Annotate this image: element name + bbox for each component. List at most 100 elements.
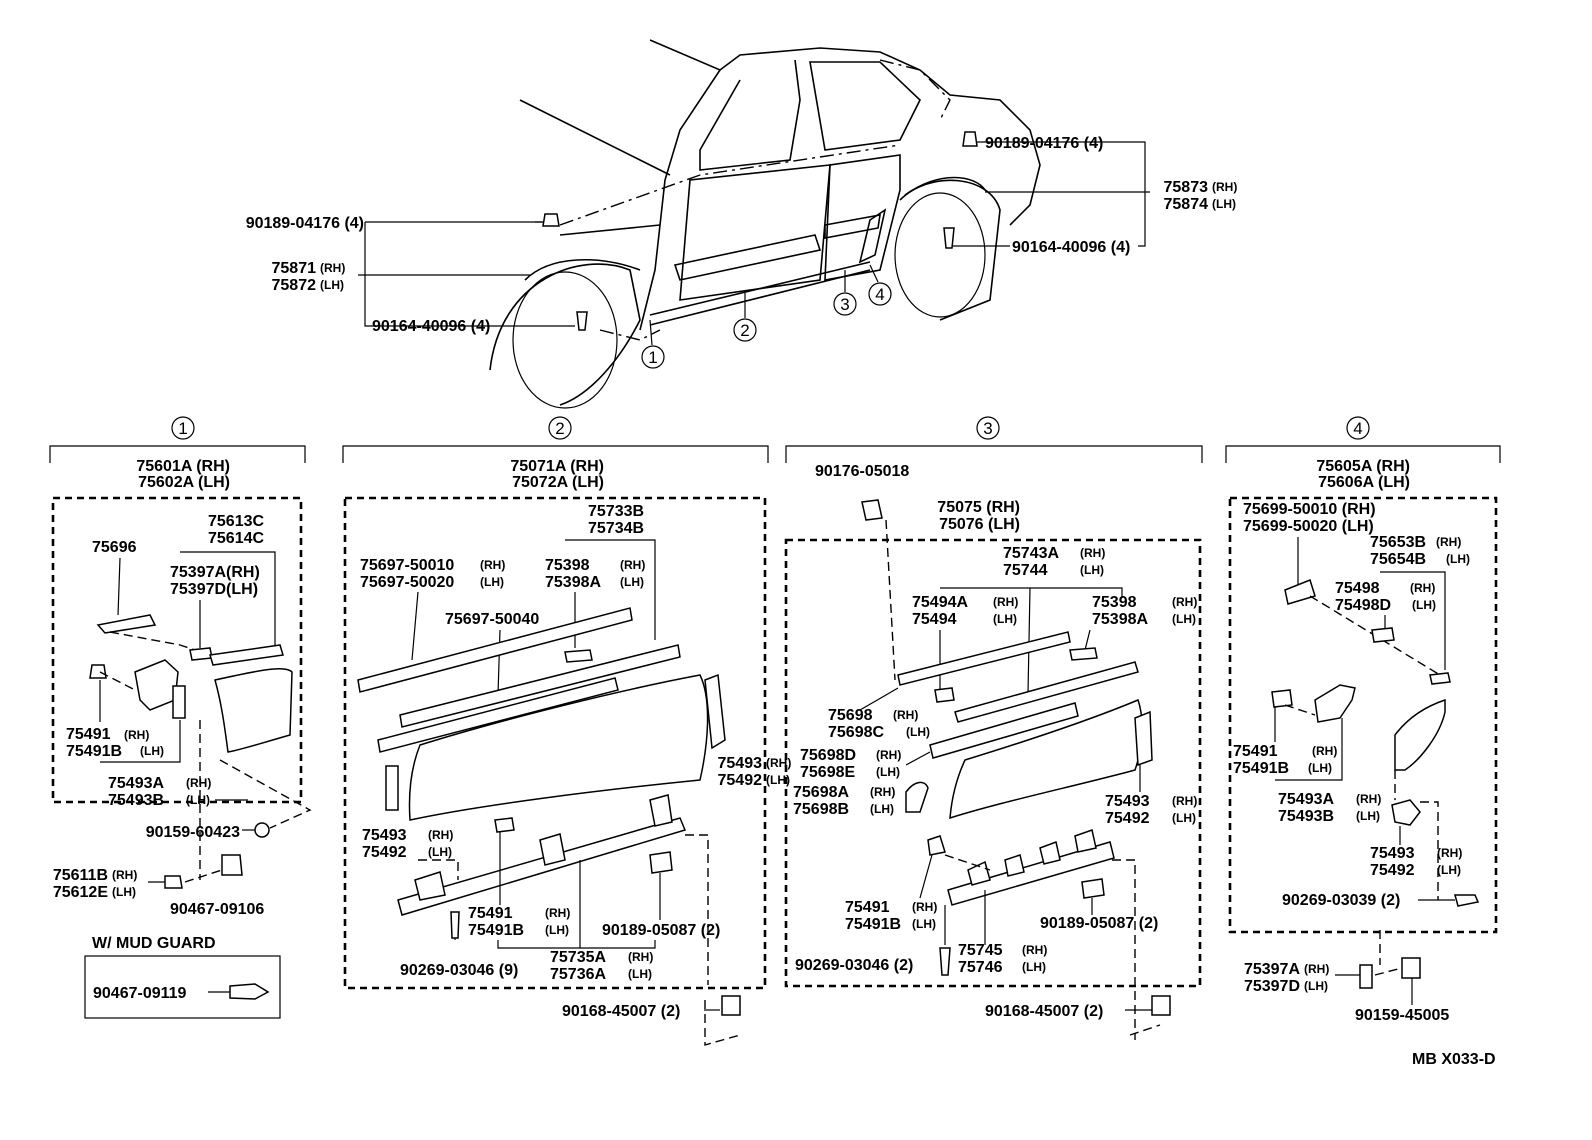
- label-90269-03046: 90269-03046 (9): [400, 962, 518, 979]
- section-2-header-lh: 75072A (LH): [512, 474, 604, 491]
- label-75745: 75745: [958, 942, 1003, 959]
- section-1-header-lh: 75602A (LH): [138, 474, 230, 491]
- mudflap-part: [1394, 698, 1446, 771]
- label-75744: 75744: [1003, 562, 1048, 579]
- label-75698a: 75698A: [793, 784, 849, 801]
- lh-tag: (LH): [320, 278, 344, 292]
- screw-front-icon: [576, 311, 588, 331]
- section-4-header-rh: 75605A (RH): [1316, 458, 1410, 475]
- label-90467-09119: 90467-09119: [93, 985, 187, 1002]
- bolt-part: [1151, 995, 1171, 1016]
- label-75491b: 75491B: [66, 743, 122, 760]
- rh-tag: (RH): [112, 868, 137, 882]
- lh-tag: (LH): [1304, 979, 1328, 993]
- callout-3: 3: [833, 270, 857, 316]
- fastener-part: [1081, 878, 1105, 899]
- label-75698d: 75698D: [800, 747, 856, 764]
- section-3-header-lh: 75076 (LH): [939, 516, 1020, 533]
- rh-tag: (RH): [1172, 595, 1197, 609]
- label-75397a: 75397A: [1244, 961, 1300, 978]
- label-75492-l: 75492: [362, 844, 407, 861]
- rh-tag: (RH): [1172, 794, 1197, 808]
- label-75696: 75696: [92, 539, 137, 556]
- clip-part: [1074, 829, 1097, 853]
- moulding-strip-part: [357, 607, 633, 693]
- footer-code: MB X033-D: [1412, 1051, 1496, 1068]
- lower-rail-part: [397, 817, 687, 916]
- end-pad-part: [704, 673, 726, 750]
- rh-tag: (RH): [320, 261, 345, 275]
- end-pad-part: [385, 765, 399, 811]
- label-90189-05087: 90189-05087 (2): [1040, 915, 1158, 932]
- lh-tag: (LH): [186, 793, 210, 807]
- section-2: 2 75071A (RH) 75072A (LH) 75733B 75734B …: [342, 416, 791, 1046]
- bracket-part: [1391, 799, 1421, 826]
- section-3-frame: [784, 538, 1202, 988]
- clip-part: [1359, 964, 1373, 989]
- label-75493: 75493: [1370, 845, 1415, 862]
- clip-part: [189, 647, 213, 661]
- lh-tag: (LH): [906, 725, 930, 739]
- moulding-strip-part: [929, 702, 1079, 759]
- clip-front-label: 90189-04176 (4): [246, 215, 364, 232]
- lh-tag: (LH): [1446, 552, 1470, 566]
- pad-part: [172, 685, 186, 719]
- lh-tag: (LH): [912, 917, 936, 931]
- mudflap-part: [214, 668, 293, 753]
- rocker-panel-part: [408, 674, 709, 821]
- screw-rear-icon: [943, 227, 955, 249]
- label-75654b: 75654B: [1370, 551, 1426, 568]
- label-75492: 75492: [1105, 810, 1150, 827]
- callout-4: 4: [868, 264, 892, 306]
- rh-tag: (RH): [628, 950, 653, 964]
- lh-tag: (LH): [1412, 598, 1436, 612]
- label-75491: 75491: [1233, 743, 1278, 760]
- label-75493a: 75493A: [108, 775, 164, 792]
- rh-tag: (RH): [870, 785, 895, 799]
- rh-tag: (RH): [480, 558, 505, 572]
- screw-rear-label: 90164-40096 (4): [1012, 239, 1130, 256]
- rh-tag: (RH): [1312, 744, 1337, 758]
- label-75734b: 75734B: [588, 520, 644, 537]
- clip-part: [414, 871, 446, 901]
- rh-tag: (RH): [766, 756, 791, 770]
- clip-front-icon: [542, 213, 560, 227]
- bolt-part: [721, 995, 741, 1016]
- lh-tag: (LH): [620, 575, 644, 589]
- section-1-number: 1: [178, 419, 187, 438]
- moulding-strip-part: [399, 644, 681, 728]
- clip-rear-icon: [962, 131, 978, 147]
- bracket-part: [134, 659, 179, 711]
- label-75653b: 75653B: [1370, 534, 1426, 551]
- rh-tag: (RH): [1356, 792, 1381, 806]
- label-75491b: 75491B: [1233, 760, 1289, 777]
- moulding-strip-part: [954, 661, 1139, 723]
- cap-part: [905, 781, 929, 813]
- pin-part: [450, 911, 460, 939]
- section-3-number: 3: [983, 419, 992, 438]
- clip-part: [539, 833, 566, 866]
- section-1: 1 75601A (RH) 75602A (LH) 75613C 75614C …: [49, 416, 312, 1019]
- label-75493-l: 75493: [362, 827, 407, 844]
- label-75493b: 75493B: [108, 792, 164, 809]
- label-90189-05087: 90189-05087 (2): [602, 922, 720, 939]
- rh-tag: (RH): [1410, 581, 1435, 595]
- label-75491b: 75491B: [845, 916, 901, 933]
- rh-tag: (RH): [993, 595, 1018, 609]
- label-90467-09106: 90467-09106: [170, 901, 264, 918]
- label-90159-60423: 90159-60423: [146, 824, 240, 841]
- label-75493-r: 75493: [718, 755, 763, 772]
- svg-text:3: 3: [840, 295, 849, 314]
- liner-rear-rh-label: 75873: [1164, 179, 1209, 196]
- lh-tag: (LH): [545, 923, 569, 937]
- section-2-header-rh: 75071A (RH): [510, 458, 604, 475]
- liner-front-lh-label: 75872: [272, 277, 317, 294]
- label-75698b: 75698B: [793, 801, 849, 818]
- rh-tag: (RH): [876, 748, 901, 762]
- mud-guard-title: W/ MUD GUARD: [92, 935, 216, 952]
- lh-tag: (LH): [140, 744, 164, 758]
- callout-2: 2: [733, 293, 757, 342]
- clip-part: [564, 649, 593, 663]
- section-4-number: 4: [1353, 419, 1362, 438]
